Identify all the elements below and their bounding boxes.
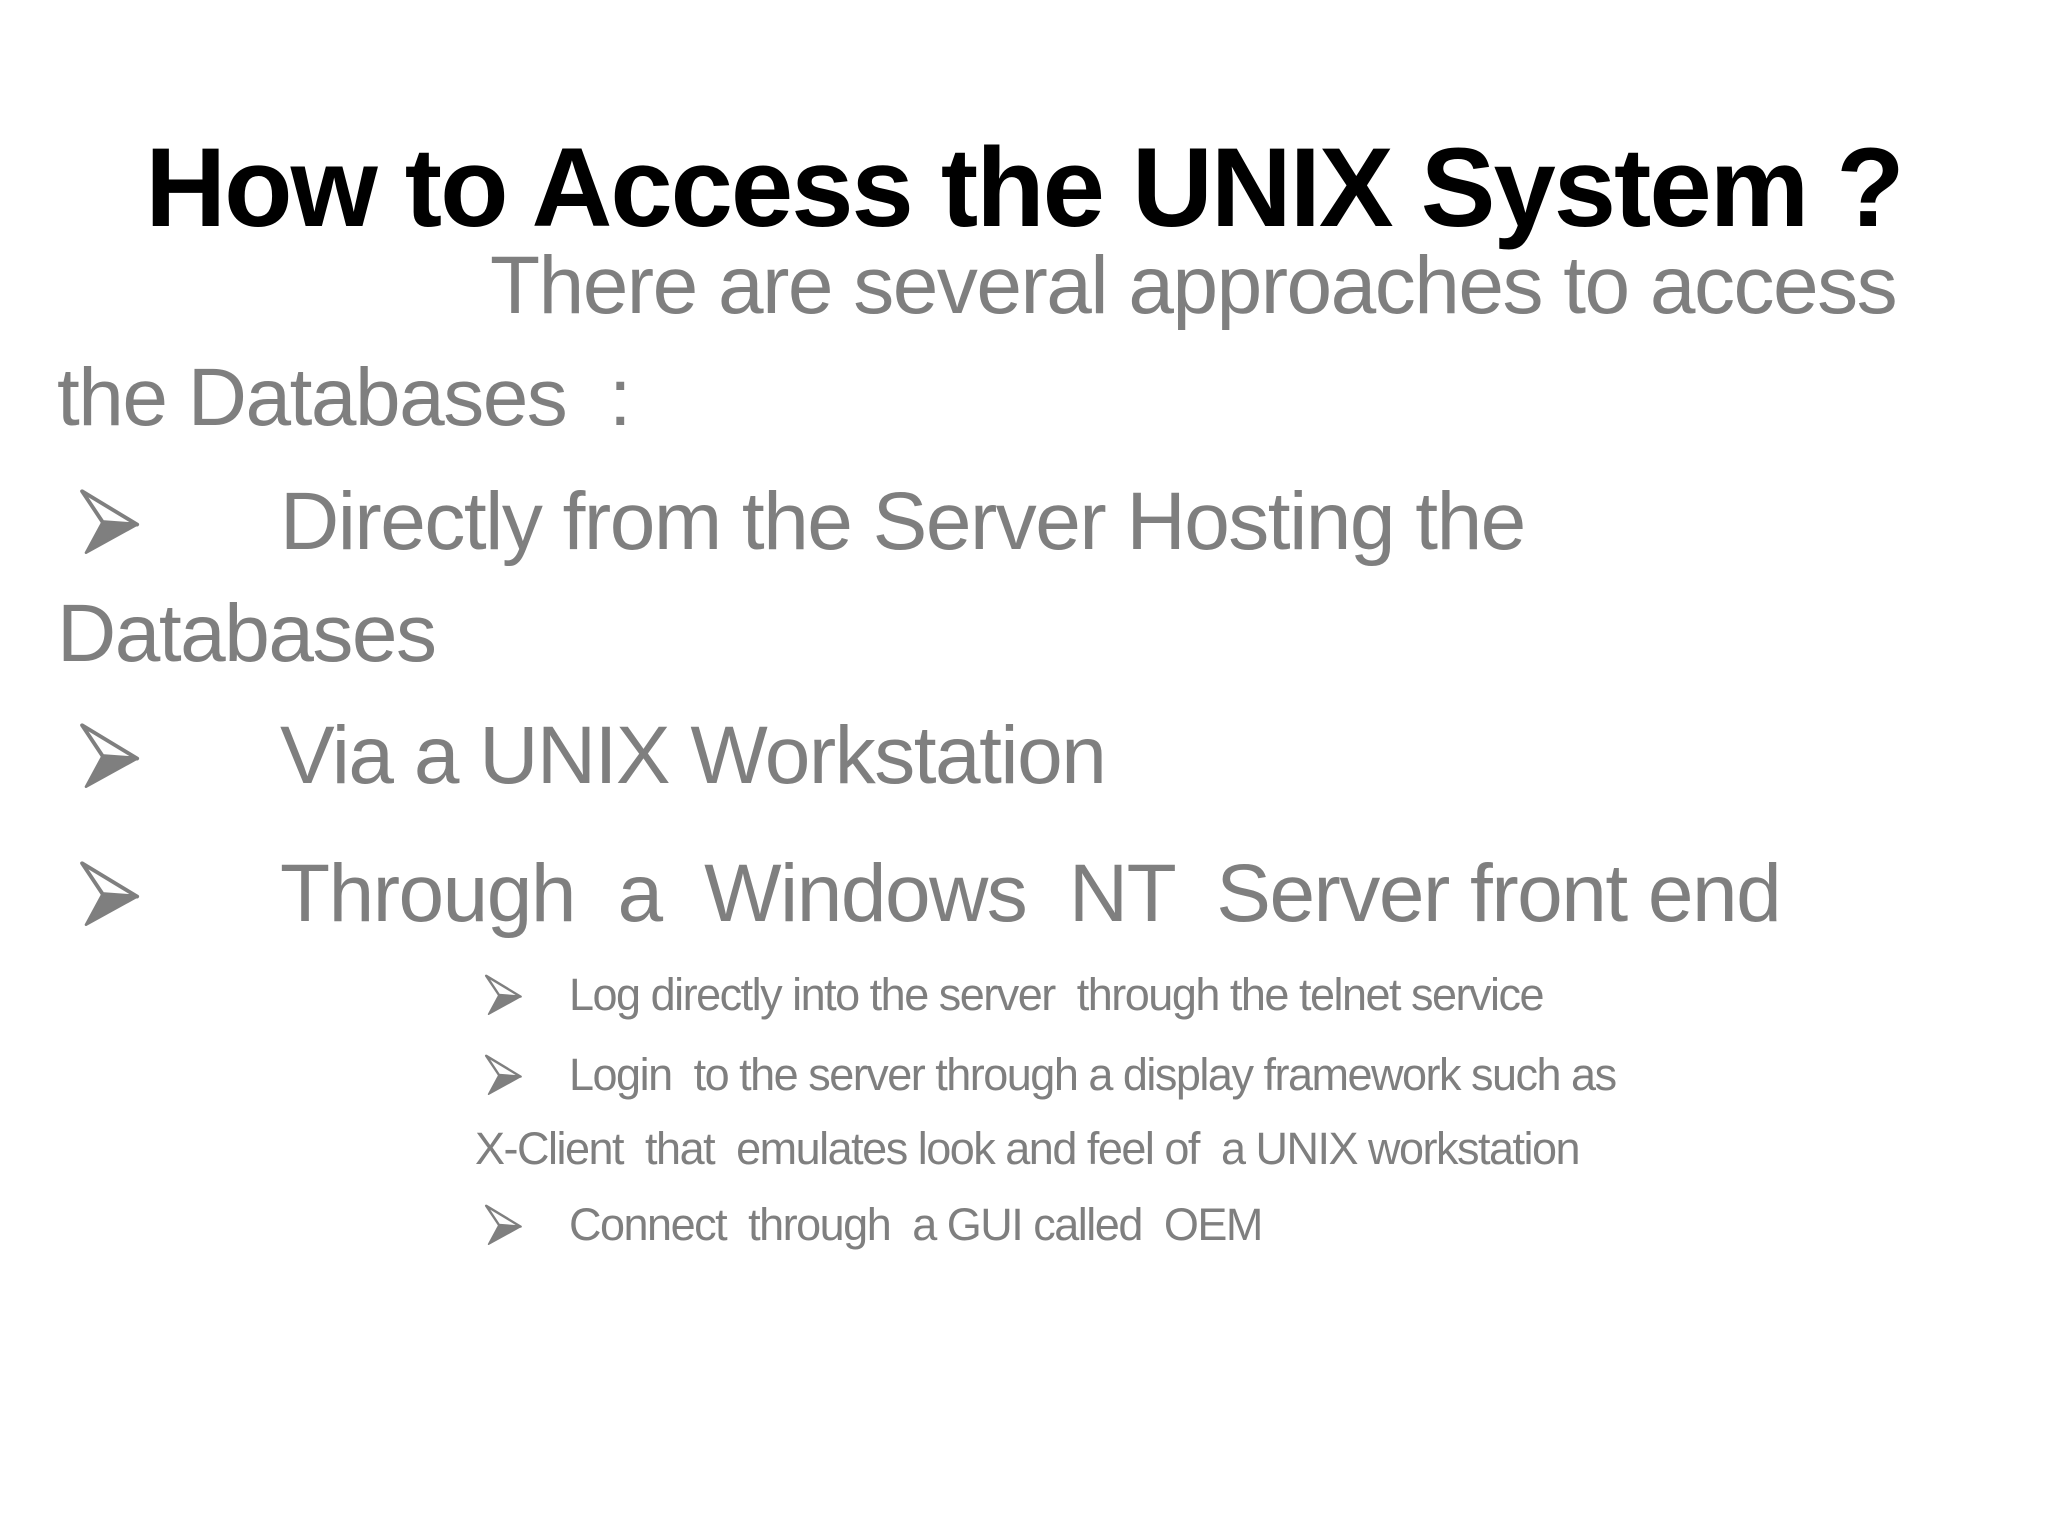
bullet-text: Directly from the Server Hosting the [280,476,1526,567]
arrowhead-bullet-icon [483,1204,523,1246]
arrowhead-bullet-icon [483,974,523,1016]
bullet-item-direct-access: Directly from the Server Hosting the Dat… [57,466,1526,690]
intro-line: There are several approaches to access [490,240,1898,331]
sub-bullet-item-oem-gui: Connect through a GUI called OEM [475,1188,1263,1262]
sub-bullet-text-wrap: X-Client that emulates look and feel of … [475,1123,1581,1174]
arrowhead-bullet-icon [77,488,141,556]
sub-bullet-text: Connect through a GUI called OEM [569,1199,1263,1250]
sub-bullet-text: Login to the server through a display fr… [569,1049,1617,1100]
sub-bullet-item-x-client: Login to the server through a display fr… [475,1038,1617,1186]
bullet-text-wrap: Databases [57,588,437,679]
bullet-item-windows-nt-front-end: Through a Windows NT Server front end [57,838,1782,950]
bullet-item-unix-workstation: Via a UNIX Workstation [57,700,1107,812]
sub-bullet-item-telnet: Log directly into the server through the… [475,958,1545,1032]
bullet-text: Via a UNIX Workstation [280,710,1107,801]
bullet-text: Through a Windows NT Server front end [280,848,1782,939]
intro-paragraph: There are several approaches to access t… [57,230,1898,454]
arrowhead-bullet-icon [483,1054,523,1096]
sub-bullet-text: Log directly into the server through the… [569,969,1545,1020]
arrowhead-bullet-icon [77,722,141,790]
arrowhead-bullet-icon [77,860,141,928]
slide-title: How to Access the UNIX System ? [145,125,1904,251]
intro-line: the Databases : [57,352,632,443]
